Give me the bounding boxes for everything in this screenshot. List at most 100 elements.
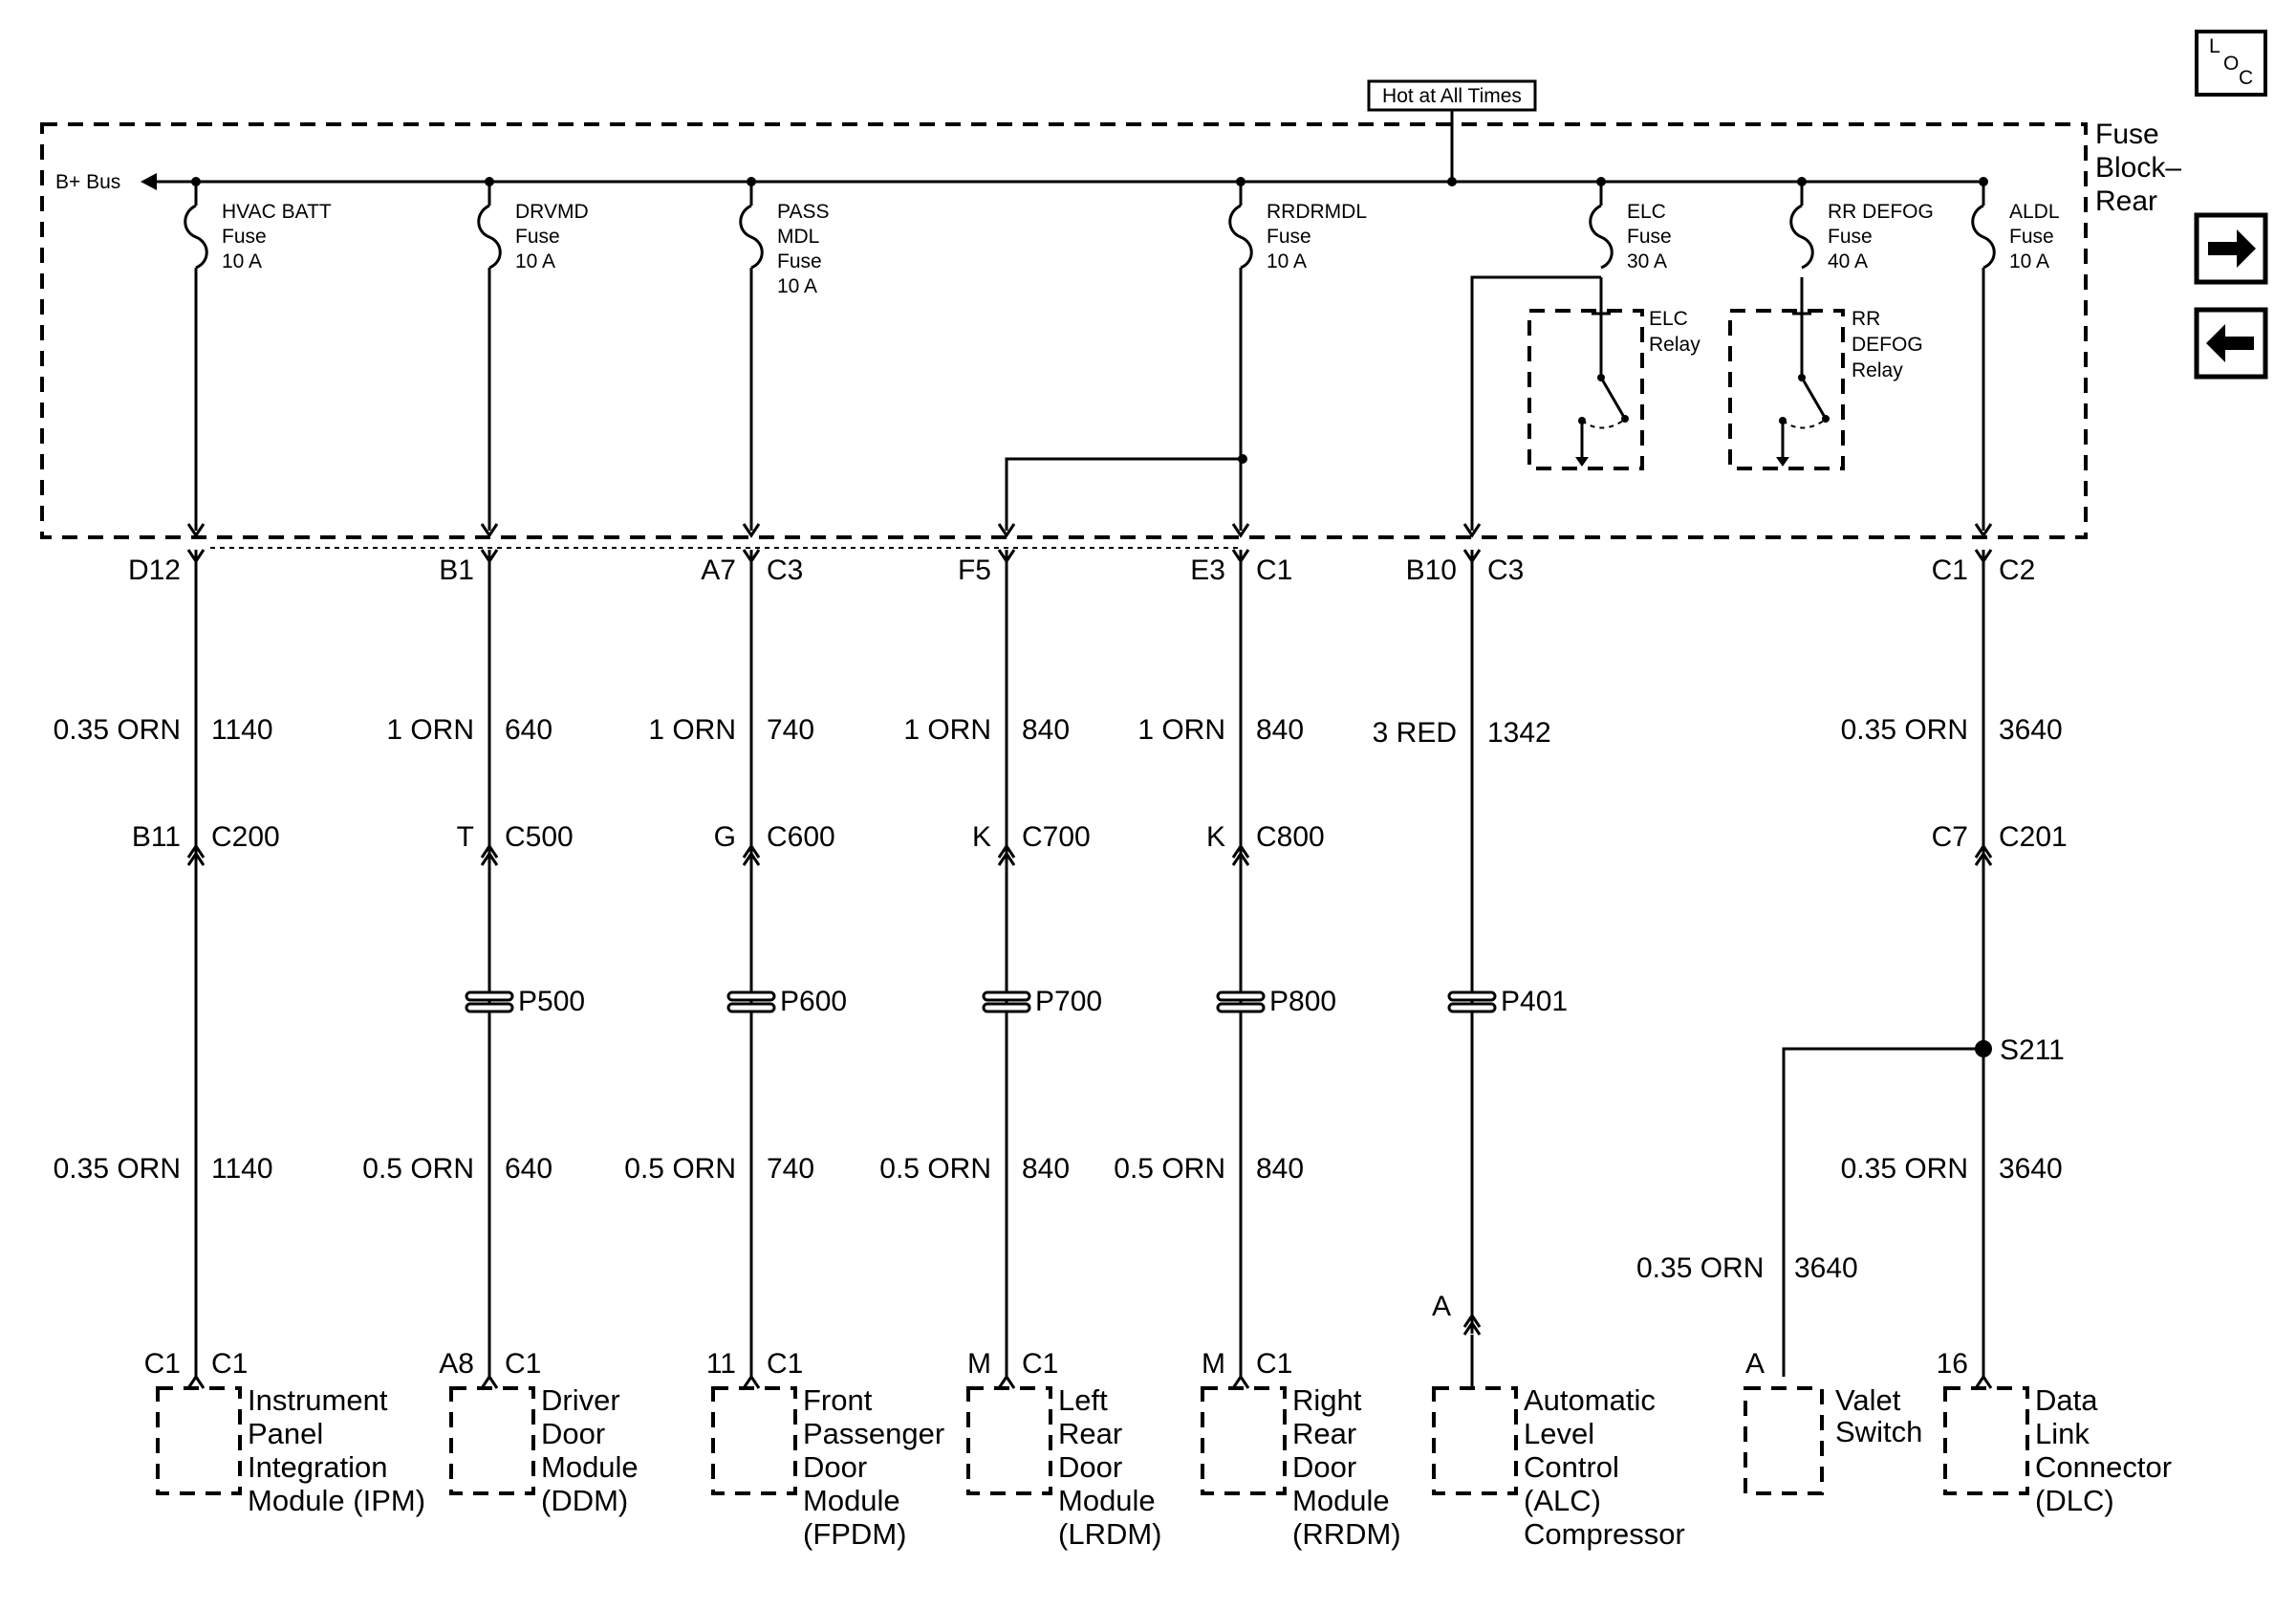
module-label-line: (FPDM) [803, 1517, 906, 1551]
top-pin-label: D12 [128, 555, 181, 586]
module-label-line: Connector [2035, 1450, 2172, 1484]
fuse-label-line: PASS [777, 201, 829, 223]
mid-connector-chevron-lower [742, 851, 761, 866]
inline-connector-label: P401 [1501, 986, 1568, 1017]
fuse-element [184, 204, 208, 270]
fuse-block-label-line2: Block– [2095, 152, 2181, 184]
bottom-connector-label: C1 [211, 1348, 248, 1380]
module-label-line: Module [541, 1450, 639, 1484]
module-box [1943, 1386, 2029, 1495]
mid-pin-label: K [1206, 821, 1225, 853]
fuse-label-line: 10 A [2009, 250, 2049, 272]
bottom-pin-label: C1 [144, 1348, 181, 1380]
elc-relay-coil-dot [1578, 417, 1586, 424]
wire-color-upper: 1 ORN [386, 714, 474, 746]
left-arrow-icon [2206, 324, 2254, 362]
power-source-text: Hot at All Times [1382, 85, 1522, 107]
mid-pin-label: K [972, 821, 991, 853]
wire-color-upper: 1 ORN [648, 714, 736, 746]
module-label-line: Left [1058, 1383, 1108, 1417]
bottom-connector-chevron [742, 1374, 761, 1389]
module-label-line: Panel [248, 1417, 323, 1450]
circuit-number-lower: 640 [505, 1153, 552, 1185]
top-connector-chevron [1231, 523, 1250, 538]
elc-relay-switch-arm [1599, 377, 1627, 420]
fuse-element [1589, 204, 1614, 270]
top-connector-chevron [1974, 523, 1993, 538]
inline-connector-label: P700 [1035, 986, 1102, 1017]
mid-connector-chevron-lower [186, 851, 206, 866]
mid-connector-label: C800 [1256, 821, 1325, 853]
bottom-connector-chevron [1974, 1374, 1993, 1389]
mid-connector-chevron-lower [1974, 851, 1993, 866]
fuse-label-line: Fuse [1267, 226, 1311, 248]
elc-relay-label-2: Relay [1649, 334, 1700, 356]
module-label-line: Front [803, 1383, 873, 1417]
module-label-line: (LRDM) [1058, 1517, 1162, 1551]
next-page-button[interactable] [2194, 212, 2268, 285]
rr-defog-relay-coil-link [1782, 420, 1825, 429]
inline-connector-label: P500 [518, 986, 585, 1017]
module-label-line: Right [1292, 1383, 1362, 1417]
module-label-line: Module (IPM) [248, 1484, 425, 1517]
bottom-connector-label: C1 [1022, 1348, 1058, 1380]
circuit-number-lower: 840 [1022, 1153, 1070, 1185]
rr-defog-relay-switch-tip [1822, 415, 1830, 423]
inline-connector-top [1447, 990, 1497, 1002]
wire-color-lower: 0.5 ORN [879, 1153, 991, 1185]
bottom-connector-label: C1 [1256, 1348, 1292, 1380]
previous-page-button[interactable] [2194, 307, 2268, 380]
module-box [966, 1386, 1052, 1495]
mid-connector-chevron-lower [1231, 851, 1250, 866]
module-label-line: Door [1058, 1450, 1122, 1484]
module-box [1432, 1386, 1518, 1495]
rrdrmdl-branch-junction [1238, 454, 1247, 464]
module-label-line: Driver [541, 1383, 620, 1417]
inline-connector-top [726, 990, 776, 1002]
inline-connector-label: P800 [1269, 986, 1336, 1017]
module-box [1201, 1386, 1287, 1495]
rr-defog-relay-label-1: RR [1852, 308, 1880, 330]
top-pin-label: B1 [439, 555, 474, 586]
wire-color-upper: 1 ORN [1137, 714, 1225, 746]
circuit-number-lower: 740 [767, 1153, 814, 1185]
fuse-block-label-line3: Rear [2095, 185, 2157, 217]
module-label-line: Rear [1292, 1417, 1356, 1450]
splice-s211-dot [1975, 1040, 1992, 1057]
power-source-label: Hot at All Times [1367, 79, 1537, 112]
fuse-label-line: Fuse [222, 226, 267, 248]
module-label-line: Integration [248, 1450, 388, 1484]
bottom-connector-chevron [997, 1374, 1016, 1389]
bottom-pin-label: 11 [706, 1348, 736, 1380]
module-label-line: Door [1292, 1450, 1356, 1484]
fuse-element [739, 204, 764, 270]
location-icon[interactable]: L O C [2195, 30, 2267, 97]
mid-connector-chevron [1231, 843, 1250, 859]
elc-relay-coil-link [1581, 420, 1624, 429]
inline-connector-bottom [1447, 1002, 1497, 1013]
fuse-label-line: Fuse [2009, 226, 2054, 248]
fuse-label-line: DRVMD [515, 201, 589, 223]
circuit-number-upper: 640 [505, 714, 552, 746]
bus-junction [1447, 177, 1457, 186]
valet-wire-color: 0.35 ORN [1636, 1252, 1764, 1284]
rr-defog-relay-switch-arm [1800, 377, 1828, 420]
fuse-element [1228, 204, 1253, 270]
inline-connector-top [982, 990, 1031, 1002]
bottom-connector-chevron-lower [1462, 1320, 1482, 1336]
wire-color-upper: 0.35 ORN [54, 714, 181, 746]
top-pin-label: F5 [958, 555, 991, 586]
fuse-label-line: 10 A [222, 250, 262, 272]
valet-circuit-number: 3640 [1794, 1252, 1858, 1284]
module-label-line: (DLC) [2035, 1484, 2114, 1517]
mid-pin-label: G [714, 821, 736, 853]
module-label-line: Module [1058, 1484, 1156, 1517]
